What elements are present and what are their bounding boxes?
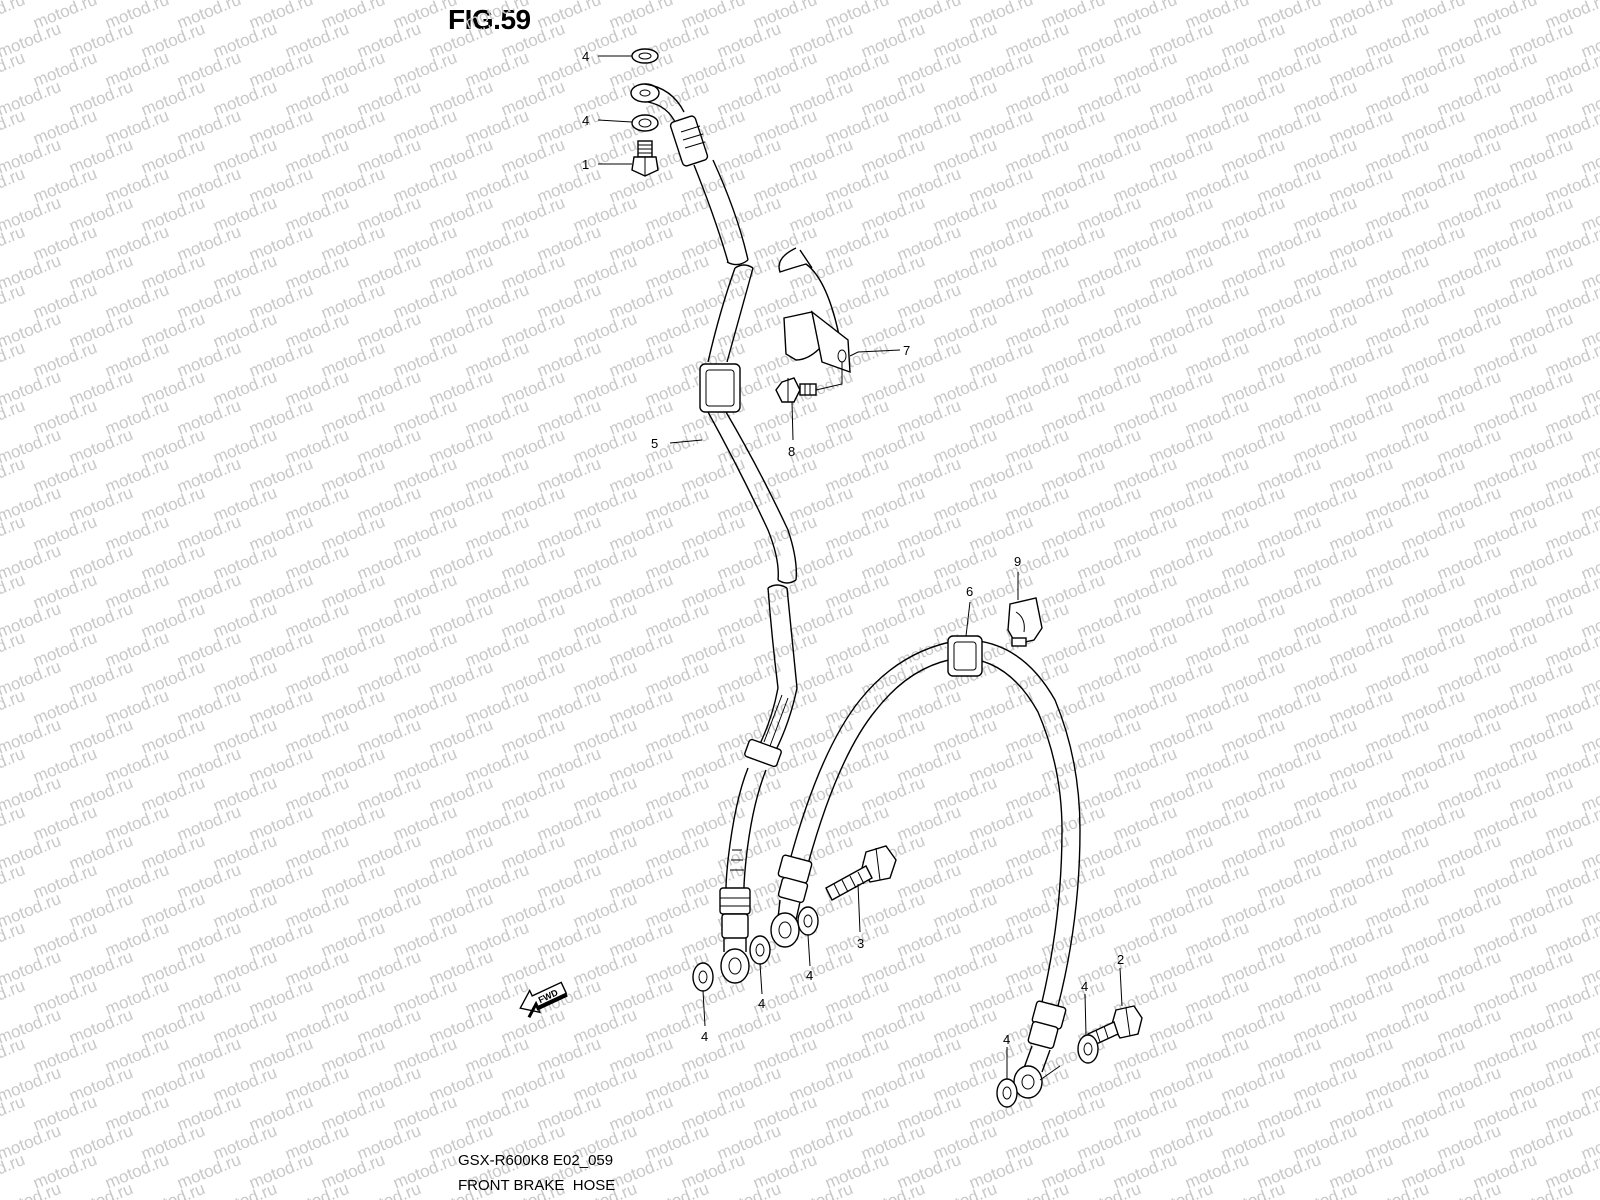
watermark-text: motod.ru bbox=[0, 1150, 28, 1193]
watermark-text: motod.ru bbox=[138, 1179, 207, 1200]
callout-labels: 4 4 1 7 8 5 9 6 3 4 4 4 2 4 4 bbox=[582, 49, 1124, 1047]
watermark-text: motod.ru bbox=[1362, 1179, 1431, 1200]
watermark-text: motod.ru bbox=[1218, 1179, 1287, 1200]
watermark-text: motod.ru bbox=[0, 454, 28, 497]
copper-washer-mid bbox=[797, 906, 819, 936]
watermark-text: motod.ru bbox=[210, 1179, 279, 1200]
front-brake-hose-lower bbox=[770, 635, 1081, 1099]
watermark-text: motod.ru bbox=[1074, 1179, 1143, 1200]
watermark-text: motod.ru bbox=[714, 1179, 783, 1200]
callout-4-right: 4 bbox=[1003, 1032, 1010, 1047]
watermark-text: motod.ru bbox=[858, 1179, 927, 1200]
watermark-text: motod.ru bbox=[1002, 1179, 1071, 1200]
fwd-arrow-icon: FWD bbox=[519, 981, 568, 1019]
callout-6: 6 bbox=[966, 584, 973, 599]
watermark-text: motod.ru bbox=[0, 512, 28, 555]
watermark-text: motod.ru bbox=[0, 222, 28, 265]
callout-4-mid: 4 bbox=[806, 968, 813, 983]
callout-4-right2: 4 bbox=[1081, 979, 1088, 994]
copper-washer-top bbox=[631, 48, 659, 64]
watermark-text: motod.ru bbox=[0, 338, 28, 381]
watermark-text: motod.ru bbox=[1506, 1179, 1575, 1200]
callout-2: 2 bbox=[1117, 952, 1124, 967]
watermark-text: motod.ru bbox=[0, 1179, 64, 1200]
figure-title: FIG.59 bbox=[448, 4, 531, 35]
figure-name: FRONT BRAKE HOSE bbox=[458, 1177, 616, 1194]
copper-washer-right bbox=[996, 1078, 1018, 1108]
watermark-text: motod.ru bbox=[0, 744, 28, 787]
watermark-text: motod.ru bbox=[0, 280, 28, 323]
watermark-text: motod.ru bbox=[1146, 1179, 1215, 1200]
callout-4-upper: 4 bbox=[582, 113, 589, 128]
front-brake-hose-upper bbox=[630, 83, 798, 984]
watermark-text: motod.ru bbox=[0, 686, 28, 729]
watermark-text: motod.ru bbox=[1578, 0, 1600, 4]
bracket-bolt bbox=[775, 377, 817, 403]
watermark-text: motod.ru bbox=[0, 976, 28, 1019]
callout-4-left: 4 bbox=[701, 1029, 708, 1044]
union-bolt-1 bbox=[631, 140, 659, 177]
watermark-text: motod.ru bbox=[0, 0, 28, 33]
watermark-text: motod.ru bbox=[0, 802, 28, 845]
callout-5: 5 bbox=[651, 436, 658, 451]
watermark-text: motod.ru bbox=[1434, 1179, 1503, 1200]
copper-washer-right2 bbox=[1077, 1034, 1099, 1064]
callout-3: 3 bbox=[857, 936, 864, 951]
copper-washer-left bbox=[692, 962, 714, 992]
callout-7: 7 bbox=[903, 343, 910, 358]
watermark-text: motod.ru bbox=[0, 1092, 28, 1135]
watermark-text: motod.ru bbox=[786, 1179, 855, 1200]
watermark-text: motod.ru bbox=[0, 164, 28, 207]
callout-4-left2: 4 bbox=[758, 996, 765, 1011]
callout-8: 8 bbox=[788, 444, 795, 459]
watermark-text: motod.ru bbox=[282, 1179, 351, 1200]
watermark-text: motod.ru bbox=[66, 1179, 135, 1200]
watermark-text: motod.ru bbox=[1290, 1179, 1359, 1200]
callout-9: 9 bbox=[1014, 554, 1021, 569]
hose-bracket bbox=[778, 247, 851, 374]
union-bolt-3 bbox=[825, 845, 897, 901]
callout-4-top: 4 bbox=[582, 49, 589, 64]
callout-1: 1 bbox=[582, 157, 589, 172]
watermark-text: motod.ru bbox=[0, 48, 28, 91]
copper-washer-left2 bbox=[749, 935, 771, 965]
hose-clip bbox=[1007, 597, 1043, 647]
watermark-text: motod.ru bbox=[0, 106, 28, 149]
watermark-text: motod.ru bbox=[642, 1179, 711, 1200]
union-bolt-2 bbox=[1087, 1005, 1143, 1047]
watermark-text: motod.ru bbox=[0, 396, 28, 439]
watermark-text: motod.ru bbox=[354, 1179, 423, 1200]
watermark-text: motod.ru bbox=[1578, 1179, 1600, 1200]
watermark-text: motod.ru bbox=[930, 1179, 999, 1200]
copper-washer-upper bbox=[631, 114, 659, 132]
figure-code: GSX-R600K8 E02_059 bbox=[458, 1152, 614, 1169]
watermark-text: motod.ru bbox=[0, 570, 28, 613]
watermark-text: motod.ru bbox=[0, 1034, 28, 1077]
watermark-text: motod.ru bbox=[0, 860, 28, 903]
leader-lines bbox=[597, 55, 1123, 1081]
watermark-text: motod.ru bbox=[0, 628, 28, 671]
watermark-text: motod.ru bbox=[0, 918, 28, 961]
